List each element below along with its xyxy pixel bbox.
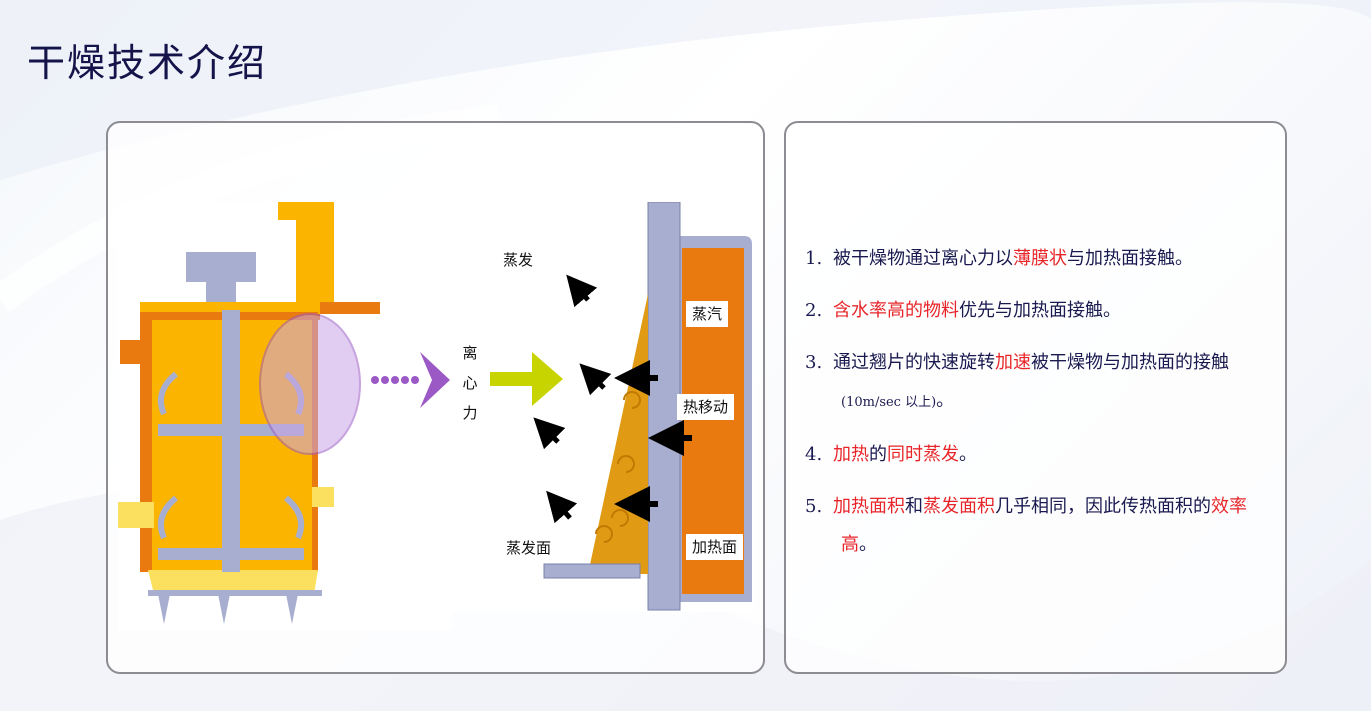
- label-evaporation-surface: 蒸发面: [500, 535, 558, 561]
- list-item: 5. 加热面积和蒸发面积几乎相同，因此传热面积的效率高。: [805, 496, 1247, 555]
- label-centrifugal-force: 离心力: [462, 344, 478, 422]
- label-steam: 蒸汽: [686, 301, 729, 327]
- list-item: 2. 含水率高的物料优先与加热面接触。: [805, 300, 1121, 321]
- feature-list: 1. 被干燥物通过离心力以薄膜状与加热面接触。 2. 含水率高的物料优先与加热面…: [805, 240, 1275, 578]
- label-heat-transfer: 热移动: [677, 394, 735, 420]
- label-heating-surface: 加热面: [686, 534, 744, 560]
- list-item: 1. 被干燥物通过离心力以薄膜状与加热面接触。: [805, 248, 1193, 269]
- list-item: 3. 通过翘片的快速旋转加速被干燥物与加热面的接触(10m/sec 以上)。: [805, 352, 1229, 411]
- centrifugal-arrow: [490, 352, 563, 406]
- description-panel: [784, 121, 1287, 674]
- label-evaporation: 蒸发: [497, 247, 540, 273]
- page-title: 干燥技术介绍: [27, 41, 268, 85]
- zoom-dotted-arrow: [371, 352, 450, 408]
- list-item: 4. 加热的同时蒸发。: [805, 444, 977, 465]
- dryer-diagram: [118, 202, 754, 630]
- zoom-circle: [259, 313, 361, 455]
